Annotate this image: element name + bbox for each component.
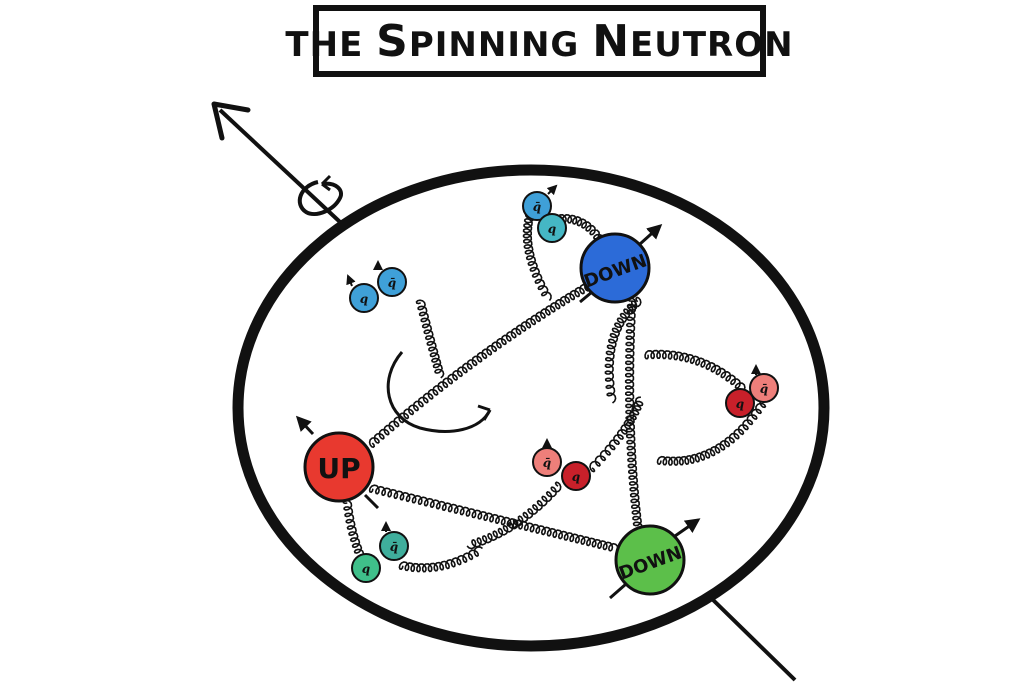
pair-lightblue-quark [349, 283, 379, 313]
down-top-spin-tail [579, 290, 593, 304]
title-word-the: THE [285, 24, 377, 65]
virtual-pair-blue: q̄ q [522, 184, 567, 243]
pair-red-right-antiquark [749, 373, 779, 403]
pair-lightblue-spin-arrow-2 [346, 274, 356, 287]
gluon-line [342, 499, 365, 559]
gluon-lines [342, 213, 767, 573]
pair-green-quark-label: q [362, 562, 370, 576]
gluon-line [644, 349, 746, 391]
page-title: THE SPINNING NEUTRON [285, 16, 793, 67]
gluon-line [368, 280, 594, 449]
title-letter-s: S [376, 15, 409, 67]
virtual-pair-lightblue: q q̄ [346, 260, 407, 313]
up-spin-arrow [295, 415, 315, 436]
pair-green-antiquark-label: q̄ [390, 540, 398, 554]
pair-blue-antiquark-label: q [548, 222, 556, 236]
up-quark-circle [303, 431, 375, 503]
virtual-pair-red-right: q q̄ [725, 364, 779, 418]
gluon-line [415, 299, 445, 379]
gluon-line [589, 396, 644, 473]
gluon-line [656, 396, 767, 466]
pair-green-antiquark [379, 531, 409, 561]
orbital-motion-arrowhead [477, 404, 492, 421]
up-quark-label: UP [317, 452, 360, 485]
down-bottom-spin-arrow [674, 518, 701, 538]
spin-rotation-arrowhead [320, 174, 332, 192]
spin-axis-arrowhead [211, 101, 251, 141]
pair-red-center-quark-label: q [572, 470, 580, 484]
pair-red-center-quark [561, 461, 591, 491]
virtual-pair-red-center: q̄ q [532, 438, 591, 491]
pair-blue-quark [522, 191, 552, 221]
pair-red-center-antiquark-label: q̄ [543, 456, 551, 470]
down-quark-top-circle [579, 232, 651, 304]
gluon-line [522, 213, 552, 302]
down-quark-top: DOWN [579, 223, 663, 304]
gluon-line [398, 546, 483, 573]
pair-red-right-quark [725, 388, 755, 418]
down-bottom-spin-tail [609, 582, 627, 600]
down-quark-bottom: DOWN [609, 518, 701, 600]
pair-lightblue-antiquark-label: q̄ [388, 276, 396, 290]
virtual-pair-green: q q̄ [351, 521, 409, 583]
pair-green-quark [351, 553, 381, 583]
spin-axis-top [218, 108, 342, 224]
down-top-spin-arrow [638, 223, 663, 246]
gluon-line [604, 296, 642, 404]
pair-red-right-antiquark-label: q̄ [760, 382, 768, 396]
pair-blue-quark-label: q̄ [533, 200, 541, 214]
pair-blue-spin-arrow [546, 184, 558, 196]
neutron-boundary [232, 164, 830, 652]
title-letter-n: N [592, 15, 631, 67]
pair-lightblue-quark-label: q [360, 292, 368, 306]
down-quark-bottom-circle [614, 524, 686, 596]
up-quark: UP [295, 415, 380, 510]
title-box: THE SPINNING NEUTRON [285, 5, 793, 77]
pair-lightblue-antiquark [377, 267, 407, 297]
orbital-motion-arrow [386, 351, 492, 433]
up-spin-tail [363, 493, 380, 510]
spin-rotation-arrow [297, 180, 343, 217]
title-word-eutron: EUTRON [630, 24, 794, 65]
pair-red-right-quark-label: q [736, 397, 744, 411]
gluon-line [624, 297, 643, 532]
title-word-pinning: PINNING [408, 24, 593, 65]
spin-axis-bottom [706, 593, 797, 682]
gluon-line [368, 484, 619, 552]
pair-blue-antiquark [537, 213, 567, 243]
gluon-line [466, 481, 562, 550]
